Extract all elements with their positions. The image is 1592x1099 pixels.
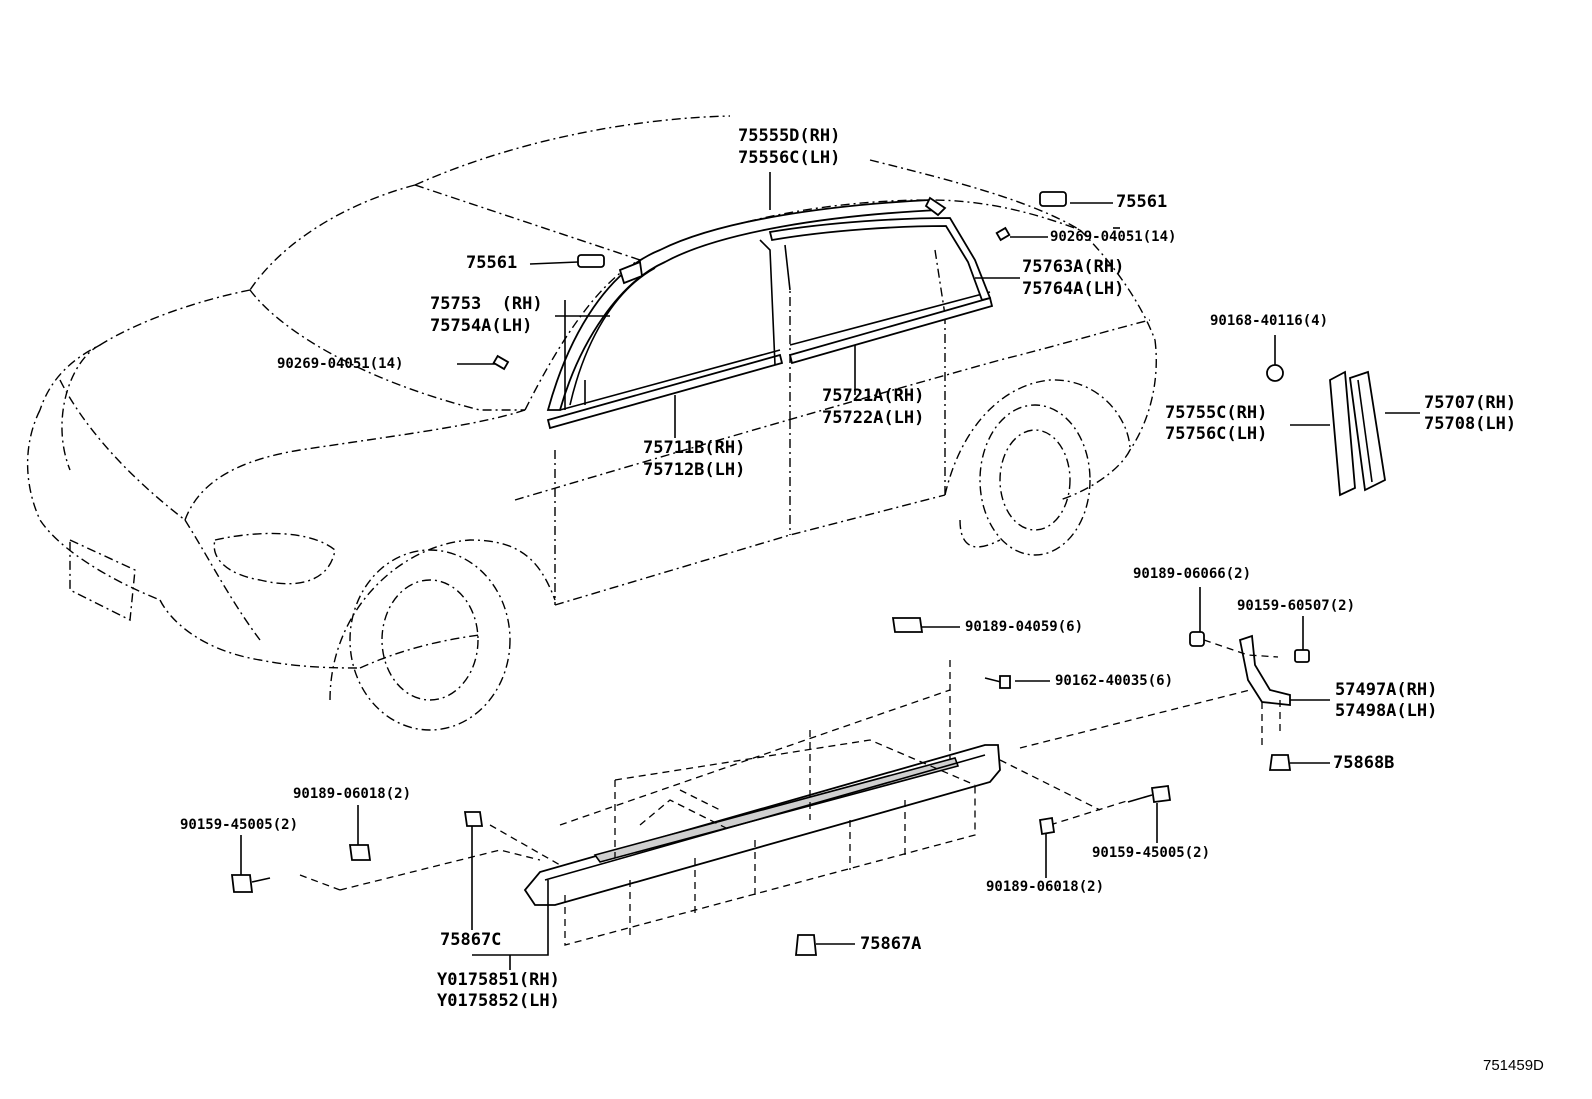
part-label-90159-45005-left: 90159-45005(2) [180,817,299,833]
part-label-90189-06018-left: 90189-06018(2) [293,786,412,802]
part-label-90269-left: 90269-04051(14) [277,356,404,372]
rocker-panel-moulding [300,660,1250,945]
window-mouldings [548,198,992,428]
part-label-75707: 75707(RH) [1424,393,1517,413]
part-label-75867c: 75867C [440,930,502,950]
part-label-57497a: 57497A(RH) [1335,680,1438,700]
part-label-90269-right: 90269-04051(14) [1050,229,1177,245]
part-label-y0175852: Y0175852(LH) [437,991,560,1011]
part-label-90162: 90162-40035(6) [1055,673,1174,689]
part-label-90189-06018-right: 90189-06018(2) [986,879,1105,895]
car-body-phantom [28,116,1157,730]
bracket-and-fasteners [232,618,1309,955]
part-label-75867a: 75867A [860,934,922,954]
part-label-75561-left: 75561 [466,253,518,273]
part-label-y0175851: Y0175851(RH) [437,970,560,990]
part-label-75756c: 75756C(LH) [1165,424,1268,444]
part-label-75721a: 75721A(RH) [822,386,925,406]
part-label-90189-06066: 90189-06066(2) [1133,566,1252,582]
part-label-75764a: 75764A(LH) [1022,279,1125,299]
part-label-90168: 90168-40116(4) [1210,313,1329,329]
part-label-75712b: 75712B(LH) [643,460,746,480]
part-label-75708: 75708(LH) [1424,414,1517,434]
clip-parts [494,192,1283,381]
leader-lines [241,172,1420,970]
part-label-90159-60507: 90159-60507(2) [1237,598,1356,614]
part-label-90159-45005-right: 90159-45005(2) [1092,845,1211,861]
part-label-75722a: 75722A(LH) [822,408,925,428]
b-pillar-garnish [1330,372,1385,495]
part-label-75755c: 75755C(RH) [1165,403,1268,423]
part-label-75556c: 75556C(LH) [738,148,841,168]
part-label-75555d: 75555D(RH) [738,126,841,146]
diagram-code: 751459D [1483,1057,1544,1074]
part-label-75753: 75753 (RH) [430,294,543,314]
part-label-75868b: 75868B [1333,753,1395,773]
part-label-75561-right: 75561 [1116,192,1168,212]
part-label-75763a: 75763A(RH) [1022,257,1125,277]
part-label-90189-04059: 90189-04059(6) [965,619,1084,635]
part-label-75754a: 75754A(LH) [430,316,533,336]
part-label-75711b: 75711B(RH) [643,438,746,458]
part-label-57498a: 57498A(LH) [1335,701,1438,721]
